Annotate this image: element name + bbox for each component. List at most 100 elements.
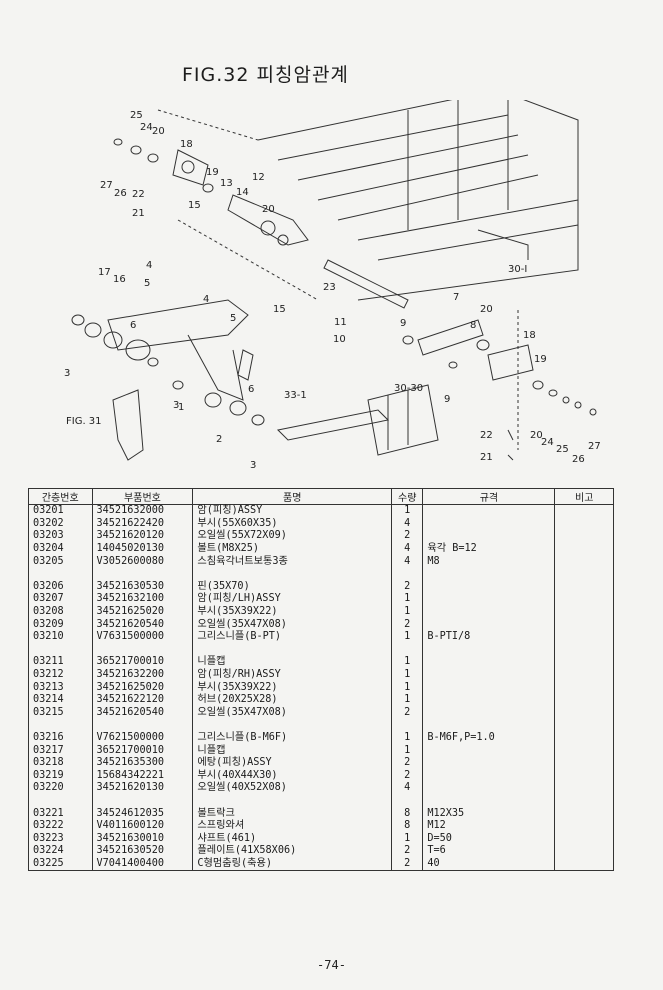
svg-text:22: 22 [480,430,493,441]
table-cell-pn: V7621500000 [91,731,194,745]
table-cell-rem [554,719,614,732]
table-cell-no: 03212 [28,668,93,682]
table-cell-pn: 34521630520 [91,845,194,858]
table-cell-spec [422,756,556,770]
table-cell-spec [422,769,556,783]
svg-text:2: 2 [216,434,222,445]
table-cell-no [28,567,93,581]
table-cell-name: 오일씰(35X47X08) [192,706,393,720]
svg-text:17: 17 [98,267,111,278]
svg-text:13: 13 [220,178,233,189]
table-cell-name: 부시(55X60X35) [192,517,393,531]
table-cell-spec [422,794,556,808]
table-cell-name: 부시(35X39X22) [192,605,393,619]
table-cell-pn [91,719,194,732]
table-cell-spec: M12X35 [422,807,556,820]
table-cell-name: 플레이트(41X58X06) [192,845,393,858]
table-cell-no: 03223 [28,832,93,846]
svg-text:30-I: 30-I [508,264,527,275]
svg-text:7: 7 [453,292,459,303]
table-cell-rem [554,756,614,770]
table-cell-spec [422,517,556,531]
col-header-part-number: 부품번호 [91,488,194,505]
svg-text:1: 1 [178,402,184,413]
table-cell-no: 03201 [28,504,93,518]
svg-text:15: 15 [273,304,286,315]
table-cell-name: 암(피칭/LH)ASSY [192,593,393,606]
svg-text:14: 14 [236,187,249,198]
table-cell-qty: 4 [391,517,424,531]
table-cell-no: 03207 [28,593,93,606]
table-cell-name: 부시(40X44X30) [192,769,393,783]
table-cell-qty: 1 [391,668,424,682]
svg-text:8: 8 [470,320,476,331]
table-cell-no: 03213 [28,681,93,694]
table-cell-rem [554,656,614,669]
table-cell-name: 볼트(M8X25) [192,542,393,556]
svg-text:3: 3 [64,368,70,379]
table-cell-rem [554,819,614,833]
table-cell-no: 03210 [28,630,93,644]
svg-text:15: 15 [188,200,201,211]
table-cell-pn: 36521700010 [91,744,194,757]
svg-text:21: 21 [132,208,145,219]
table-cell-spec [422,605,556,619]
table-cell-spec: M12 [422,819,556,833]
table-cell-qty: 2 [391,706,424,720]
table-cell-qty [391,794,424,808]
table-cell-spec: B-M6F,P=1.0 [422,731,556,745]
table-cell-pn [91,794,194,808]
table-cell-pn: 34521620120 [91,530,194,543]
table-cell-qty: 1 [391,681,424,694]
svg-text:18: 18 [180,139,193,150]
table-cell-rem [554,618,614,631]
table-cell-rem [554,605,614,619]
svg-text:20: 20 [152,126,165,137]
table-cell-qty: 2 [391,845,424,858]
table-cell-pn: 15684342221 [91,769,194,783]
table-cell-rem [554,782,614,795]
table-cell-rem [554,744,614,757]
svg-text:3: 3 [173,400,179,411]
svg-text:25: 25 [130,110,143,121]
table-cell-qty [391,719,424,732]
svg-text:9: 9 [444,394,450,405]
svg-text:10: 10 [333,334,346,345]
table-cell-rem [554,832,614,846]
table-cell-no [28,643,93,657]
table-cell-no: 03224 [28,845,93,858]
table-cell-name: 샤프트(461) [192,832,393,846]
table-cell-pn: 14045020130 [91,542,194,556]
table-row [28,643,614,657]
table-cell-qty [391,643,424,657]
svg-text:3: 3 [250,460,256,471]
table-cell-rem [554,857,614,872]
table-cell-no: 03203 [28,530,93,543]
svg-text:26: 26 [114,188,127,199]
table-cell-pn [91,643,194,657]
svg-text:16: 16 [113,274,126,285]
table-cell-pn: 34521632200 [91,668,194,682]
table-row [28,567,614,581]
table-cell-qty: 1 [391,656,424,669]
table-cell-pn: 34521632100 [91,593,194,606]
table-cell-name: 허브(20X25X28) [192,693,393,707]
table-cell-no: 03208 [28,605,93,619]
table-cell-pn [91,567,194,581]
table-cell-name: 에탕(피칭)ASSY [192,756,393,770]
table-cell-rem [554,769,614,783]
table-cell-spec [422,530,556,543]
svg-text:30-30: 30-30 [394,383,423,394]
table-cell-pn: V3052600080 [91,555,194,568]
svg-text:20: 20 [262,204,275,215]
page-number: -74- [317,958,346,972]
table-cell-qty: 1 [391,605,424,619]
